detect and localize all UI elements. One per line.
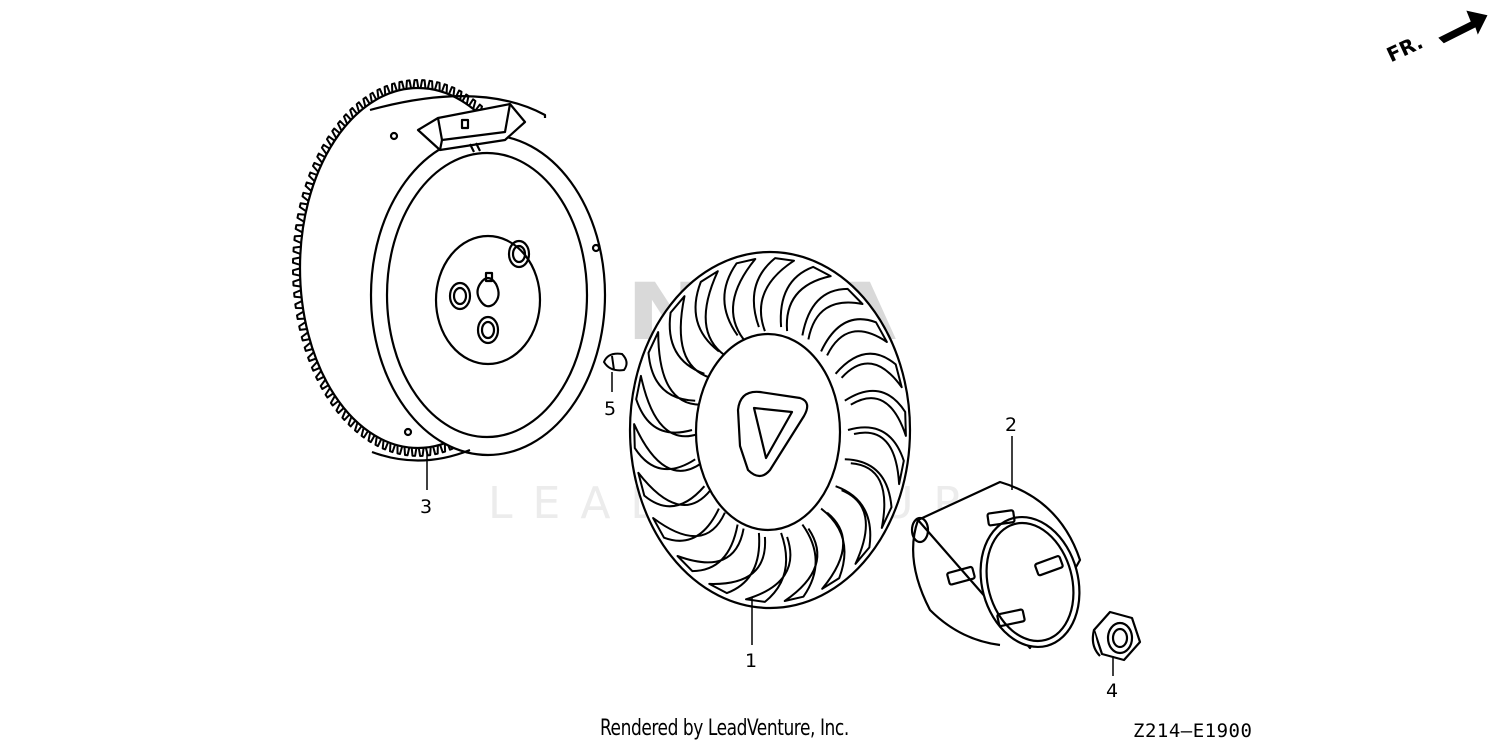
fan-blade (647, 331, 702, 406)
starter-pulley-part-2[interactable] (910, 480, 1093, 658)
fan-blade (847, 426, 905, 486)
callout-number-5[interactable]: 5 (604, 398, 617, 420)
fan-blade (694, 270, 726, 357)
fan-blade (844, 458, 893, 529)
callout-number-1[interactable]: 1 (745, 650, 758, 672)
fan-blade (708, 532, 766, 595)
flange-nut-part-4[interactable] (1091, 610, 1142, 662)
fan-blade (676, 524, 745, 573)
cooling-fan-part-1[interactable] (628, 250, 912, 610)
fan-blade (668, 295, 711, 379)
fan-blades (633, 257, 907, 603)
fan-blade (783, 524, 819, 602)
fan-blade (637, 471, 712, 508)
footer-credit: Rendered by LeadVenture, Inc. (600, 716, 849, 741)
diagram-code: Z214—E1900 (1133, 720, 1253, 742)
fan-blade (801, 287, 864, 340)
woodruff-key-part-5[interactable] (602, 352, 628, 372)
fan-blade (723, 258, 757, 341)
callout-number-2[interactable]: 2 (1005, 414, 1018, 436)
fan-blade (820, 318, 888, 356)
front-direction-arrow-icon (1438, 10, 1488, 44)
fan-blade (652, 508, 726, 542)
fan-blade (844, 389, 907, 437)
fan-blade (635, 374, 699, 438)
fan-blade (779, 265, 832, 332)
fan-blade (633, 423, 702, 472)
fan-blade (752, 257, 795, 332)
flywheel-part-3[interactable] (292, 79, 607, 462)
fan-blade (835, 485, 872, 565)
callout-number-3[interactable]: 3 (420, 496, 433, 518)
fan-blade (745, 532, 792, 603)
callout-number-4[interactable]: 4 (1106, 680, 1119, 702)
fan-blade (834, 352, 903, 389)
fan-blade (820, 507, 846, 590)
